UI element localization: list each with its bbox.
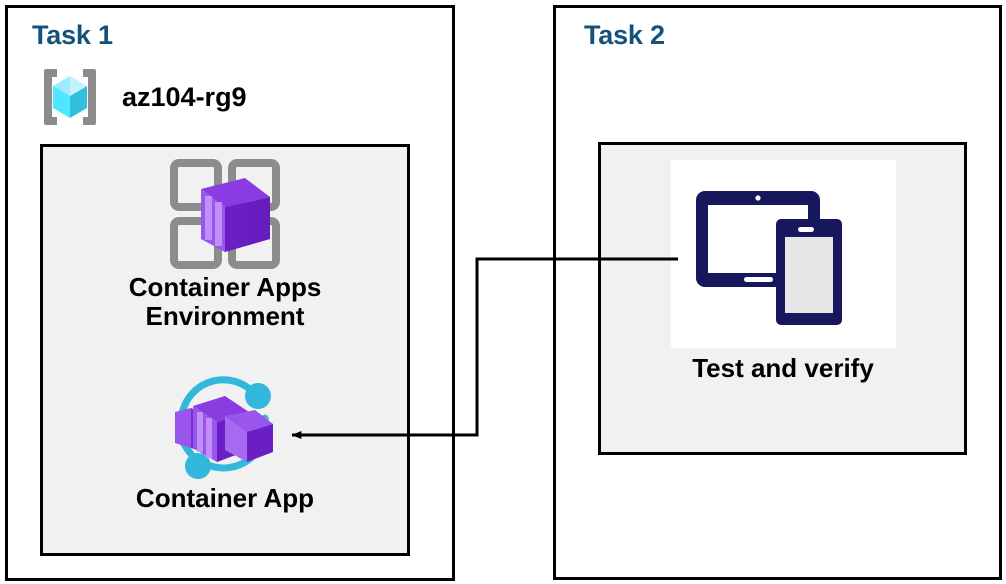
- container-app-label: Container App: [135, 483, 315, 513]
- devices-test-icon: [690, 179, 876, 329]
- item-test-and-verify: Test and verify: [618, 160, 948, 383]
- item-container-app: Container App: [55, 372, 395, 513]
- test-icon-backdrop: [670, 160, 896, 348]
- container-apps-environment-icon: [55, 155, 395, 273]
- task-2-title: Task 2: [584, 20, 665, 50]
- container-app-icon: [55, 372, 395, 484]
- resource-group-icon: [34, 61, 106, 133]
- test-and-verify-label: Test and verify: [692, 353, 874, 383]
- item-container-apps-environment: Container Apps Environment: [55, 155, 395, 332]
- task-1-title: Task 1: [32, 20, 113, 50]
- resource-group-name: az104-rg9: [122, 81, 247, 112]
- resource-group-header: az104-rg9: [34, 57, 324, 137]
- container-apps-environment-label: Container Apps Environment: [128, 272, 322, 332]
